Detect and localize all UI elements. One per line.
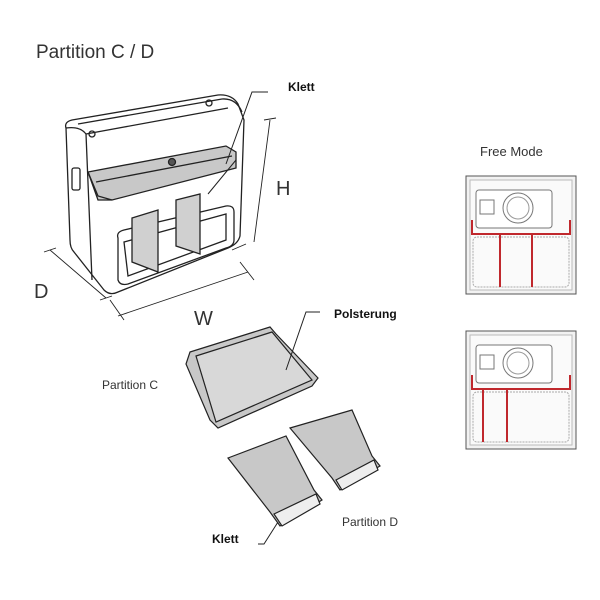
- klett-top-label: Klett: [288, 80, 315, 94]
- free-mode-label: Free Mode: [480, 144, 543, 159]
- polsterung-label: Polsterung: [334, 307, 397, 321]
- height-label: H: [276, 178, 291, 200]
- partition-c-label: Partition C: [102, 378, 159, 392]
- case-illustration: [43, 91, 277, 321]
- free-mode-panel-2: [465, 330, 577, 450]
- partition-d-illustration: [227, 409, 381, 545]
- width-label: W: [194, 308, 213, 330]
- partition-d-label: Partition D: [342, 515, 399, 529]
- page-title: Partition C / D: [36, 42, 155, 63]
- partition-c-illustration: [185, 311, 320, 429]
- free-mode-panel-1: [465, 175, 577, 295]
- klett-bottom-label: Klett: [212, 532, 239, 546]
- depth-label: D: [34, 281, 49, 303]
